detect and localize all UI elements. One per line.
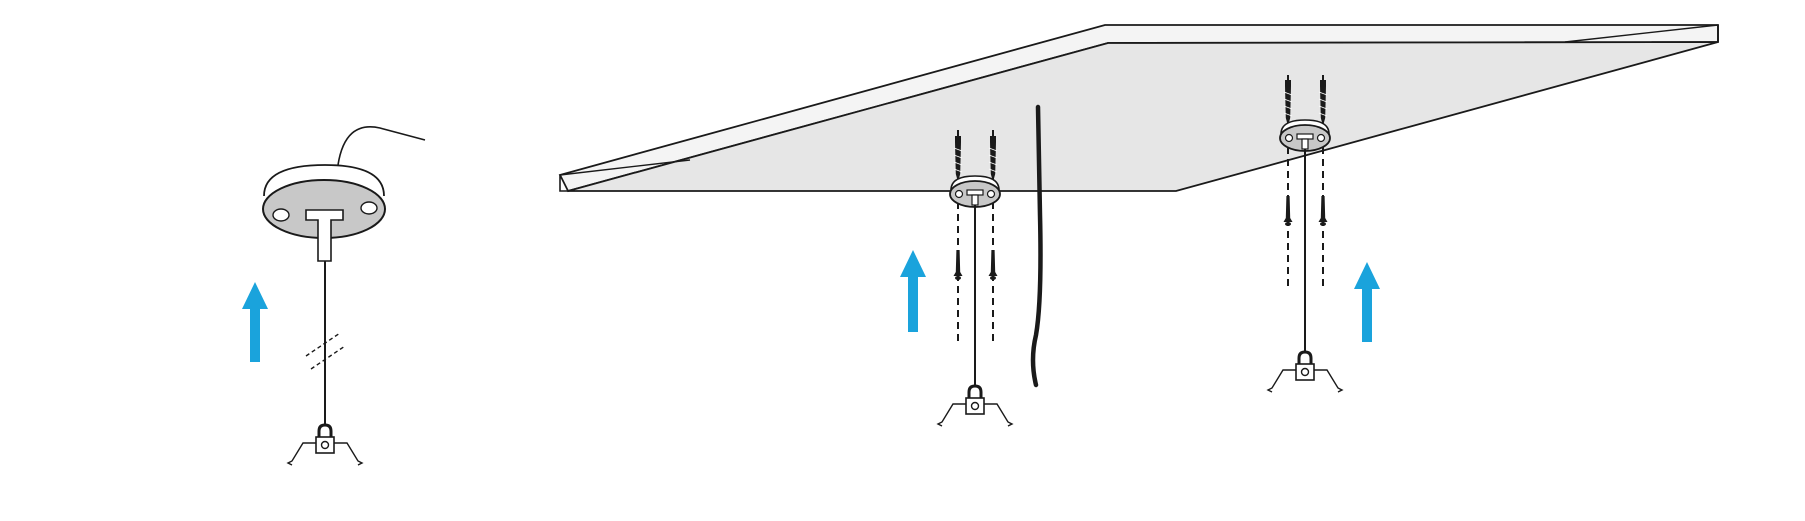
arrow-up-icon — [1354, 262, 1380, 342]
wall-plug-icon — [1283, 196, 1293, 226]
wall-plug-icon — [953, 250, 963, 280]
shade-clamp — [936, 384, 1014, 428]
canopy-hole-left — [272, 208, 290, 222]
shade-clamp — [1266, 350, 1344, 394]
power-cable — [1030, 104, 1043, 388]
cut-mark — [310, 345, 346, 370]
cable-grip — [305, 209, 344, 262]
wall-plug-icon — [1318, 196, 1328, 226]
shade-clamp — [286, 423, 364, 467]
ceiling-underside — [567, 41, 1719, 192]
arrow-up-icon — [242, 282, 268, 362]
power-cord — [337, 126, 426, 166]
arrow-up-icon — [900, 250, 926, 332]
middle-mount — [936, 130, 1014, 428]
direction-arrows — [242, 250, 1380, 362]
canopy-detail — [262, 126, 426, 467]
ceiling-edge-line — [1564, 24, 1719, 43]
wall-plug-icon — [988, 250, 998, 280]
ceiling-canopy — [949, 175, 1001, 208]
canopy-hole-right — [360, 201, 378, 215]
ceiling-front-edge — [559, 174, 570, 192]
ceiling — [558, 24, 1719, 193]
ceiling-canopy — [1279, 119, 1331, 152]
ceiling-edge-line — [559, 159, 691, 176]
right-mount — [1266, 75, 1344, 394]
